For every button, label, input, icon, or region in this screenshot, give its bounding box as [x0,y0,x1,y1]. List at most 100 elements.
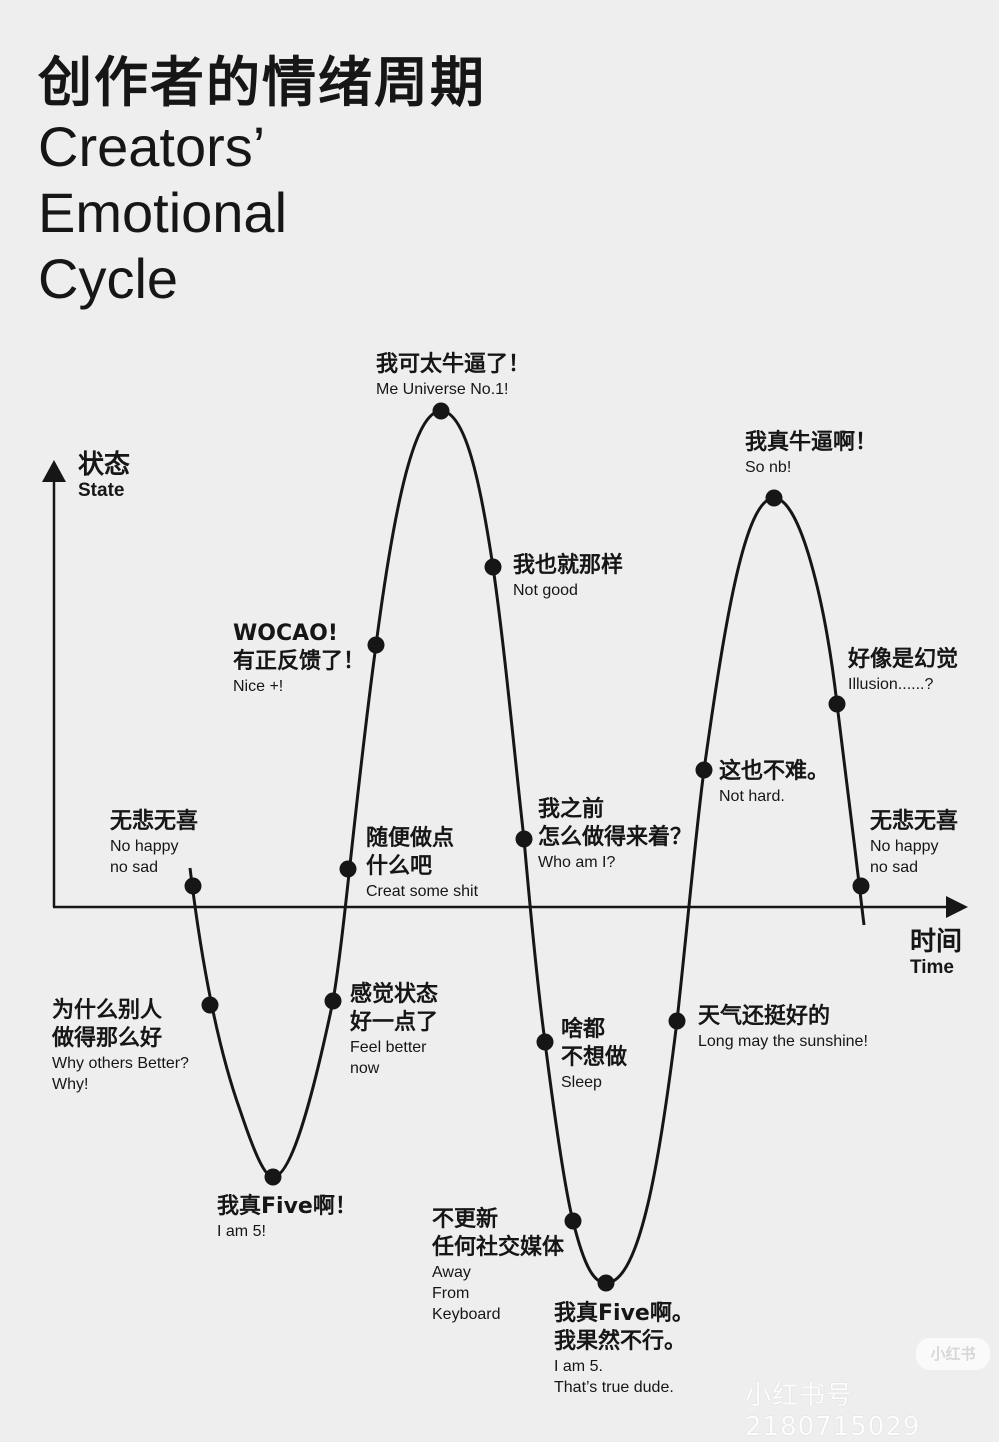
label-zh: 无悲无喜 [110,809,199,834]
label-end: 无悲无喜 No happy no sad [870,808,958,878]
label-en: Why others Better? [52,1055,189,1072]
label-zh: 我真Five啊！ [217,1194,357,1219]
point-dot-i-am-5 [264,1168,282,1186]
label-zh: 好一点了 [350,1010,439,1035]
x-axis-label-en: Time [910,957,955,978]
point-dot-creat-some [339,860,357,878]
label-en: Who am I? [538,854,616,871]
title-english-line-3: Cycle [38,247,179,310]
point-dot-sunshine [668,1012,686,1030]
label-zh: 我果然不行。 [554,1329,687,1354]
label-zh: 我真Five啊。 [554,1301,694,1326]
label-en: Illusion......? [848,676,934,693]
label-zh: 随便做点 [366,826,455,851]
label-zh: 我可太牛逼了！ [376,352,531,377]
label-en: From [432,1285,470,1302]
label-en: now [350,1060,380,1077]
label-zh: 天气还挺好的 [698,1004,831,1029]
point-dot-illusion [828,695,846,713]
label-en: Long may the sunshine! [698,1033,868,1050]
label-zh: 啥都 [561,1017,606,1042]
label-en: So nb! [745,459,792,476]
point-dot-true-dude [597,1274,615,1292]
label-zh: 有正反馈了！ [233,649,366,674]
y-axis-label-en: State [78,480,125,501]
point-dot-sleep [536,1033,554,1051]
label-zh: 我也就那样 [513,553,624,578]
label-zh: 我之前 [538,797,605,822]
label-zh: 好像是幻觉 [848,647,959,672]
label-wocao: WOCAO! 有正反馈了！ Nice +! [233,620,365,697]
point-dot-so-nb [765,489,783,507]
point-dot-not-good [484,558,502,576]
label-en: Keyboard [432,1306,501,1323]
label-en: Nice +! [233,678,284,695]
x-axis-label-zh: 时间 [910,927,963,957]
label-en: I am 5! [217,1223,266,1240]
label-zh: 这也不难。 [719,759,830,784]
label-who-am-i: 我之前 怎么做得来着？ Who am I? [538,796,692,873]
xiaohongshu-watermark: 小红书号 2180715029 [745,1381,921,1442]
title-english-line-1: Creators’ [38,115,266,178]
title-chinese: 创作者的情绪周期 [38,51,486,114]
label-en: Not good [513,582,578,599]
label-not-hard: 这也不难。 Not hard. [719,758,829,807]
label-zh: 无悲无喜 [870,809,959,834]
label-en: Sleep [561,1074,602,1091]
label-en: Why! [52,1076,89,1093]
label-zh: 什么吧 [366,854,433,879]
point-dot-afk [564,1212,582,1230]
point-dot-universe [432,402,450,420]
label-zh: 不更新 [432,1207,499,1232]
point-dot-end [852,877,870,895]
label-illusion: 好像是幻觉 Illusion......? [848,646,958,695]
label-true-dude: 我真Five啊。 我果然不行。 I am 5. That’s true dude… [554,1300,694,1398]
y-axis-arrow-icon [42,460,66,482]
label-not-good: 我也就那样 Not good [513,552,623,601]
x-axis-label: 时间 Time [910,927,962,979]
point-dot-feel-better [324,992,342,1010]
label-zh: 不想做 [561,1045,628,1070]
label-en: no sad [870,859,919,876]
label-universe: 我可太牛逼了！ Me Universe No.1! [376,351,530,400]
label-creat-some: 随便做点 什么吧 Creat some shit [366,825,478,902]
label-zh: 感觉状态 [350,982,439,1007]
label-start: 无悲无喜 No happy no sad [110,808,198,878]
label-en: Away [432,1264,471,1281]
xiaohongshu-badge: 小红书 [916,1338,990,1370]
label-en: That’s true dude. [554,1379,674,1396]
point-dot-start [184,877,202,895]
label-afk: 不更新 任何社交媒体 Away From Keyboard [432,1206,564,1325]
point-dot-why-others [201,996,219,1014]
label-en: Feel better [350,1039,427,1056]
label-en: No happy [110,838,179,855]
label-sleep: 啥都 不想做 Sleep [561,1016,627,1093]
title-block: 创作者的情绪周期 Creators’ Emotional Cycle [38,52,486,312]
label-zh: 任何社交媒体 [432,1235,565,1260]
label-en: no sad [110,859,159,876]
point-dot-who-am-i [515,830,533,848]
point-dot-not-hard [695,761,713,779]
label-en: Not hard. [719,788,785,805]
label-zh: 做得那么好 [52,1026,163,1051]
y-axis-label-zh: 状态 [78,450,131,480]
label-en: No happy [870,838,939,855]
label-en: I am 5. [554,1358,603,1375]
curve-points [184,402,870,1292]
emotion-curve [188,409,866,1285]
label-sunshine: 天气还挺好的 Long may the sunshine! [698,1003,868,1052]
x-axis-arrow-icon [946,896,968,918]
label-en: Me Universe No.1! [376,381,509,398]
label-i-am-5: 我真Five啊！ I am 5! [217,1193,357,1242]
label-feel-better: 感觉状态 好一点了 Feel better now [350,981,438,1079]
title-english-line-2: Emotional [38,181,288,244]
label-zh: 怎么做得来着？ [538,825,693,850]
point-dot-wocao [367,636,385,654]
label-zh: WOCAO! [233,621,338,646]
label-so-nb: 我真牛逼啊！ So nb! [745,429,877,478]
label-zh: 我真牛逼啊！ [745,430,878,455]
y-axis-label: 状态 State [78,450,130,502]
label-en: Creat some shit [366,883,479,900]
label-why-others: 为什么别人 做得那么好 Why others Better? Why! [52,997,189,1095]
